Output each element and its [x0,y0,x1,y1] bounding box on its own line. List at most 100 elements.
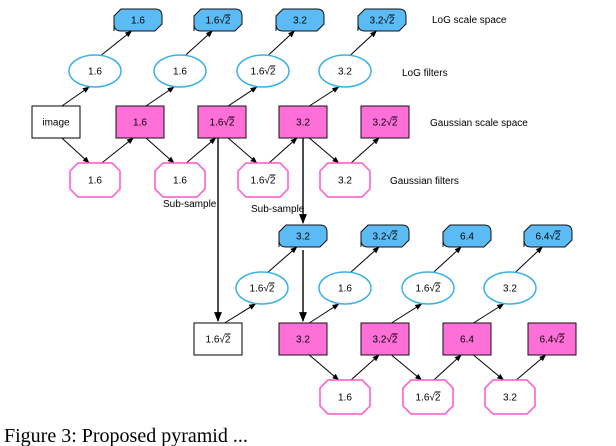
log-filter-o2-1: 1.6√2 [235,271,289,305]
label-subsample-2: Sub-sample [251,204,305,215]
log-filter-o1-4: 3.2 [318,54,372,88]
edge-g1-lf2 [145,86,175,107]
gauss-node-o2-2: 3.2√2 [360,322,410,356]
subsampled-node-label: 1.6√2 [206,334,231,346]
label-gaussian-filters: Gaussian filters [390,176,459,187]
gauss-node-o2-4-label: 6.4√2 [540,334,565,346]
edge-gf2-2-g2-3 [433,354,462,381]
gauss-node-o1-3-label: 3.2 [296,118,310,129]
log-filter-o1-4-label: 3.2 [338,67,352,78]
edge-g2-1-gf2-1 [308,354,340,381]
gauss-node-o2-1: 3.2 [278,322,328,356]
label-log-scale-space: LoG scale space [432,15,507,26]
edge-lf2-3-l2-3 [433,246,462,273]
log-node-o1-4-label: 3.2√2 [370,15,395,27]
gauss-filter-o1-4-label: 3.2 [338,176,352,187]
subsampled-node: 1.6√2 [193,322,243,356]
edge-lf2-2-l2-2 [350,246,380,273]
edge-lf2-4-l2-4 [515,246,543,273]
log-node-o2-4: 6.4√2 [523,224,573,248]
log-node-o1-3-label: 3.2 [293,16,307,27]
gauss-node-o2-1-label: 3.2 [296,335,310,346]
log-filter-o1-3-label: 1.6√2 [251,66,276,78]
log-filter-o1-3: 1.6√2 [236,54,290,88]
log-filter-o2-3-label: 1.6√2 [416,283,441,295]
edge-gf2-3-g2-4 [515,354,547,381]
gauss-node-o2-3: 6.4 [442,322,492,356]
gauss-filter-o1-3-label: 1.6√2 [251,175,276,187]
gauss-filter-o1-3: 1.6√2 [237,162,289,198]
log-node-o1-4: 3.2√2 [357,8,407,32]
edge-lf4-l4 [350,30,377,56]
log-filter-o1-1: 1.6 [68,54,122,88]
gauss-node-o1-3: 3.2 [278,105,328,139]
edge-g2-3-gf2-3 [473,354,505,381]
edge-lf1-l1 [101,30,133,56]
gauss-node-o2-2-label: 3.2√2 [373,334,398,346]
edge-g3-lf4 [309,86,340,107]
log-filter-o2-4: 3.2 [483,271,537,305]
edge-lf2-l2 [185,30,213,56]
gauss-filter-o1-1-label: 1.6 [88,176,102,187]
edge-g2-2-gf2-2 [391,354,423,381]
gauss-filter-o1-4: 3.2 [319,162,371,198]
gauss-node-o1-4-label: 3.2√2 [373,117,398,129]
log-filter-o1-2: 1.6 [153,54,207,88]
log-node-o2-3: 6.4 [442,224,492,248]
edge-gf2-g2 [185,137,217,164]
label-subsample-1: Sub-sample [163,199,217,210]
gauss-node-o1-4: 3.2√2 [360,105,410,139]
log-filter-o2-2-label: 1.6 [338,284,352,295]
log-node-o1-2-label: 1.6√2 [206,15,231,27]
edge-image-gf1 [61,137,90,164]
edge-gf4-g4 [350,137,380,164]
gauss-node-o2-3-label: 6.4 [460,335,474,346]
gauss-filter-o1-1: 1.6 [69,162,121,198]
log-node-o2-3-label: 6.4 [460,232,474,243]
nodes: 1.6 1.6√2 3.2 3.2√2 1.6 1.6 1.6√2 3.2 image 1.6 1.… [31,8,577,415]
edge-g2-lf3 [227,86,258,107]
edge-lf3-l3 [268,30,295,56]
gauss-node-o1-2: 1.6√2 [197,105,247,139]
edge-g2-gf3 [227,137,258,164]
gauss-filter-o2-2: 1.6√2 [402,379,454,415]
gauss-filter-o2-1-label: 1.6 [338,393,352,404]
log-node-o2-2-label: 3.2√2 [373,231,398,243]
log-node-o1-2: 1.6√2 [193,8,243,32]
log-filter-o2-4-label: 3.2 [503,284,517,295]
edge-g2-1-lf2-2 [309,303,340,324]
edge-image-lf1 [61,86,90,107]
gauss-filter-o2-3: 3.2 [484,379,536,415]
label-log-filters: LoG filters [402,68,448,79]
log-node-o1-1-label: 1.6 [131,16,145,27]
edge-lf2-1-l2-1 [267,246,298,273]
edge-g3-gf4 [308,137,340,164]
log-filter-o2-2: 1.6 [318,271,372,305]
image-node: image [31,105,81,139]
log-node-o1-3: 3.2 [275,8,325,32]
log-node-o1-1: 1.6 [113,8,163,32]
edge-g1-gf2 [145,137,175,164]
log-node-o2-4-label: 6.4√2 [536,231,561,243]
log-filter-o2-3: 1.6√2 [401,271,455,305]
gauss-filter-o1-2-label: 1.6 [173,176,187,187]
gauss-node-o1-1: 1.6 [115,105,165,139]
gauss-filter-o1-2: 1.6 [154,162,206,198]
edge-gf1-g1 [101,137,134,164]
gauss-filter-o2-1: 1.6 [319,379,371,415]
log-node-o2-1: 3.2 [278,224,328,248]
edge-gf3-g3 [268,137,298,164]
edges [61,30,547,381]
figure-caption: Figure 3: Proposed pyramid ... [4,425,248,446]
edge-g2-3-lf2-4 [473,303,505,324]
log-node-o2-2: 3.2√2 [360,224,410,248]
log-filter-o1-2-label: 1.6 [173,67,187,78]
edge-g2-2-lf2-3 [391,303,423,324]
log-filter-o2-1-label: 1.6√2 [250,283,275,295]
image-node-label: image [42,118,70,129]
label-gaussian-scale-space: Gaussian scale space [430,118,528,129]
edge-gf2-1-g2-2 [350,354,380,381]
gauss-filter-o2-2-label: 1.6√2 [416,392,441,404]
gauss-filter-o2-3-label: 3.2 [503,393,517,404]
